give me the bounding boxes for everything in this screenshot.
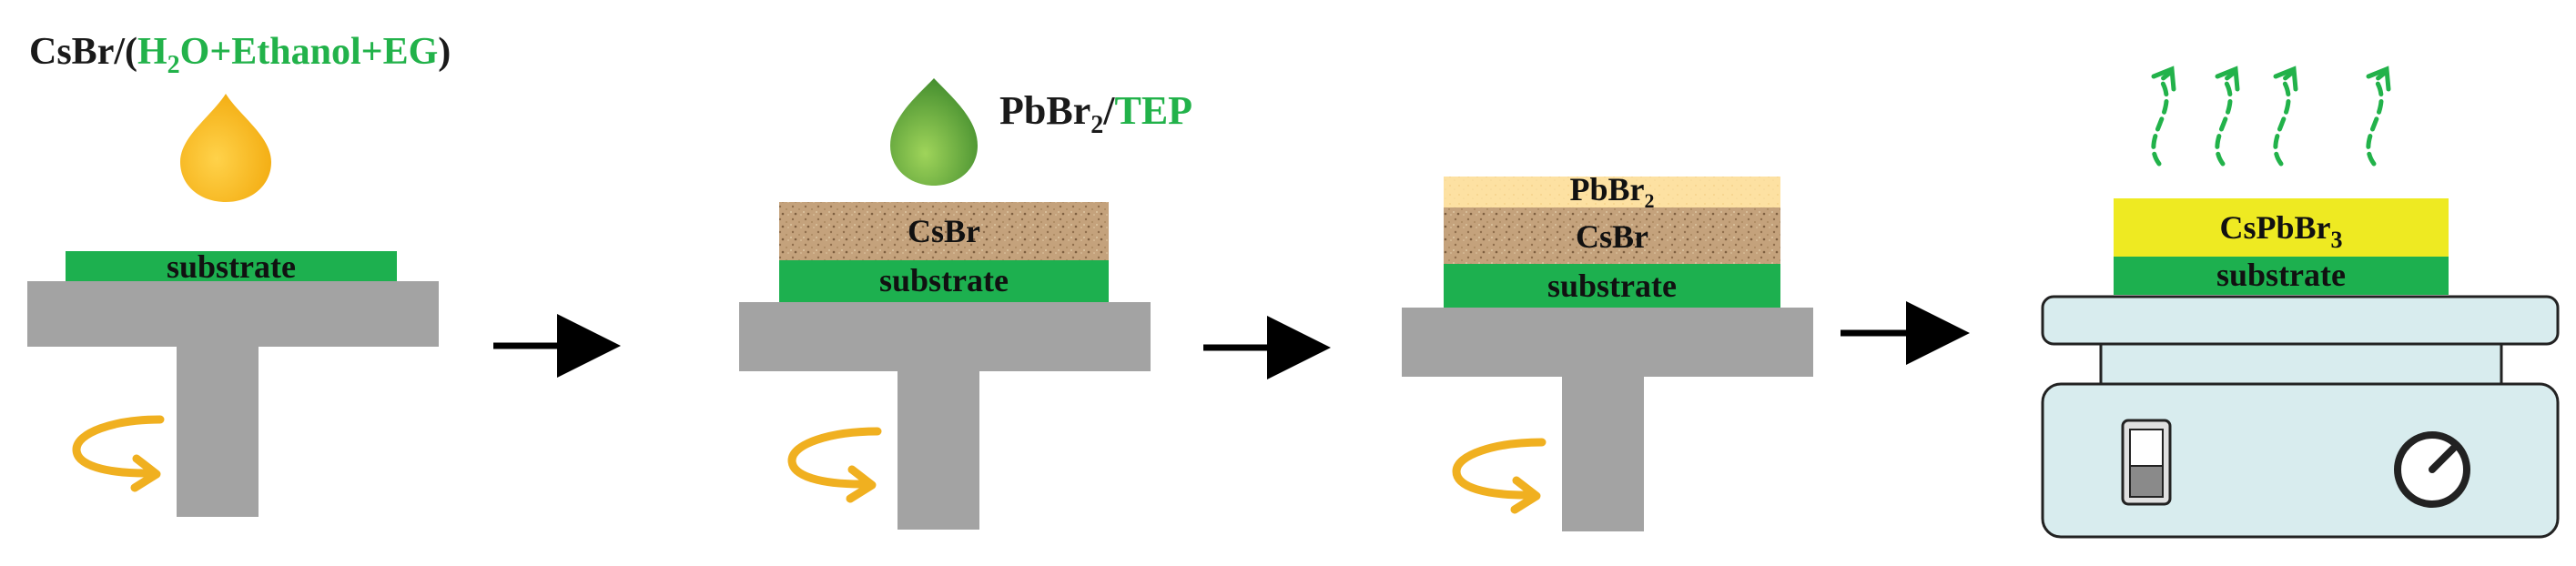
droplet-icon xyxy=(180,94,271,202)
substrate-layer xyxy=(2114,257,2449,295)
cspbbr3-label: CsPbBr3 xyxy=(2219,209,2342,253)
spin-coater-shaft xyxy=(1562,377,1644,531)
vapor-arrow-icon xyxy=(2215,70,2236,167)
csbr-label: CsBr xyxy=(908,213,980,249)
vapor-arrow-icon xyxy=(2273,70,2295,167)
step-1-solution-label: CsBr/(H2O+Ethanol+EG) xyxy=(29,31,451,79)
spin-coater-shaft xyxy=(898,371,979,530)
step-2: PbBr2/TEP CsBr substrate xyxy=(739,78,1192,530)
cspbbr3-layer xyxy=(2114,198,2449,257)
pbbr2-layer xyxy=(1444,177,1780,207)
step-1: CsBr/(H2O+Ethanol+EG) substrate xyxy=(27,31,451,517)
vapor-arrow-icon xyxy=(2151,70,2173,167)
spin-coater-shaft xyxy=(177,347,259,517)
substrate-layer xyxy=(1444,264,1780,308)
spin-coater-plate xyxy=(1402,308,1813,377)
substrate-label: substrate xyxy=(879,262,1009,298)
dial-icon xyxy=(2394,431,2470,508)
vapor-arrow-icon xyxy=(2366,70,2388,167)
step-3: PbBr2 CsBr substrate xyxy=(1402,171,1813,531)
hot-plate-neck xyxy=(2099,342,2503,386)
hot-plate xyxy=(2041,295,2560,539)
csbr-layer xyxy=(1444,207,1780,264)
step-4: CsPbBr3 substrate xyxy=(2041,66,2560,539)
spin-coater-plate xyxy=(27,281,439,347)
hot-plate-top xyxy=(2041,295,2560,346)
droplet-icon xyxy=(890,78,978,186)
substrate-label: substrate xyxy=(167,248,296,285)
rotation-arrow-icon xyxy=(72,415,165,492)
csbr-layer xyxy=(779,202,1109,260)
vapor-arrows xyxy=(2151,66,2391,167)
rotation-arrow-icon xyxy=(1452,438,1547,514)
switch-icon xyxy=(2121,419,2172,506)
substrate-layer xyxy=(779,260,1109,302)
substrate-label: substrate xyxy=(1547,268,1677,304)
hot-plate-body xyxy=(2041,382,2560,539)
spin-coater-plate xyxy=(739,302,1151,371)
pbbr2-label: PbBr2 xyxy=(1569,171,1654,212)
step-2-solution-label: PbBr2/TEP xyxy=(999,88,1192,139)
csbr-label: CsBr xyxy=(1576,218,1648,255)
substrate-label: substrate xyxy=(2216,257,2346,293)
rotation-arrow-icon xyxy=(787,427,882,503)
